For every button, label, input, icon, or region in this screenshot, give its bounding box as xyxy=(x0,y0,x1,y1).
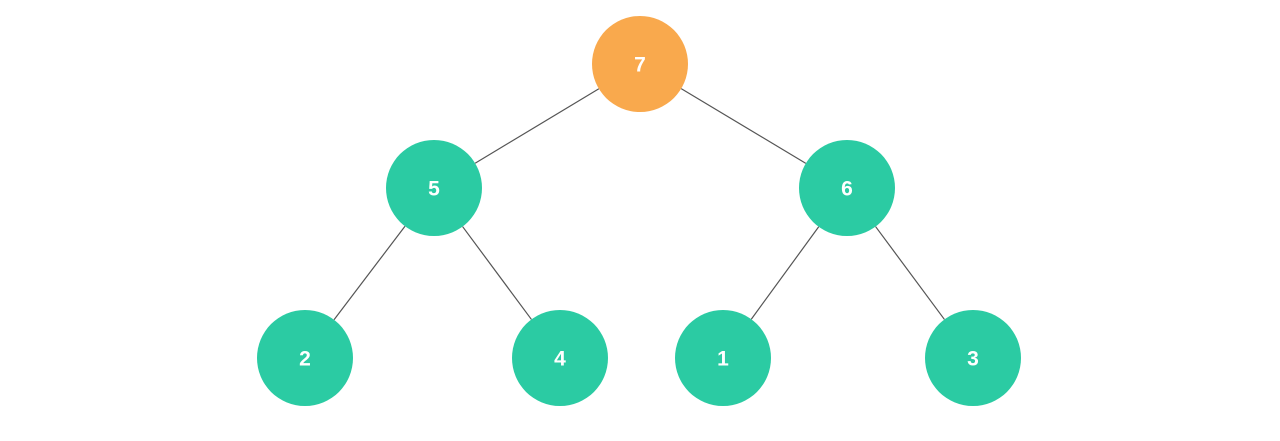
edges-layer xyxy=(333,88,945,321)
tree-edge xyxy=(680,88,807,164)
node-circle[interactable] xyxy=(799,140,895,236)
node-circle[interactable] xyxy=(512,310,608,406)
tree-node[interactable]: 3 xyxy=(925,310,1021,406)
node-circle[interactable] xyxy=(257,310,353,406)
node-circle[interactable] xyxy=(386,140,482,236)
tree-edge xyxy=(750,226,820,320)
node-circle[interactable] xyxy=(592,16,688,112)
tree-node[interactable]: 7 xyxy=(592,16,688,112)
node-circle[interactable] xyxy=(675,310,771,406)
tree-node[interactable]: 6 xyxy=(799,140,895,236)
tree-node[interactable]: 2 xyxy=(257,310,353,406)
tree-edge xyxy=(875,226,945,320)
tree-node[interactable]: 4 xyxy=(512,310,608,406)
tree-node[interactable]: 5 xyxy=(386,140,482,236)
tree-edge xyxy=(333,225,406,321)
tree-edge xyxy=(462,226,532,320)
tree-node[interactable]: 1 xyxy=(675,310,771,406)
tree-edge xyxy=(474,88,600,164)
node-circle[interactable] xyxy=(925,310,1021,406)
